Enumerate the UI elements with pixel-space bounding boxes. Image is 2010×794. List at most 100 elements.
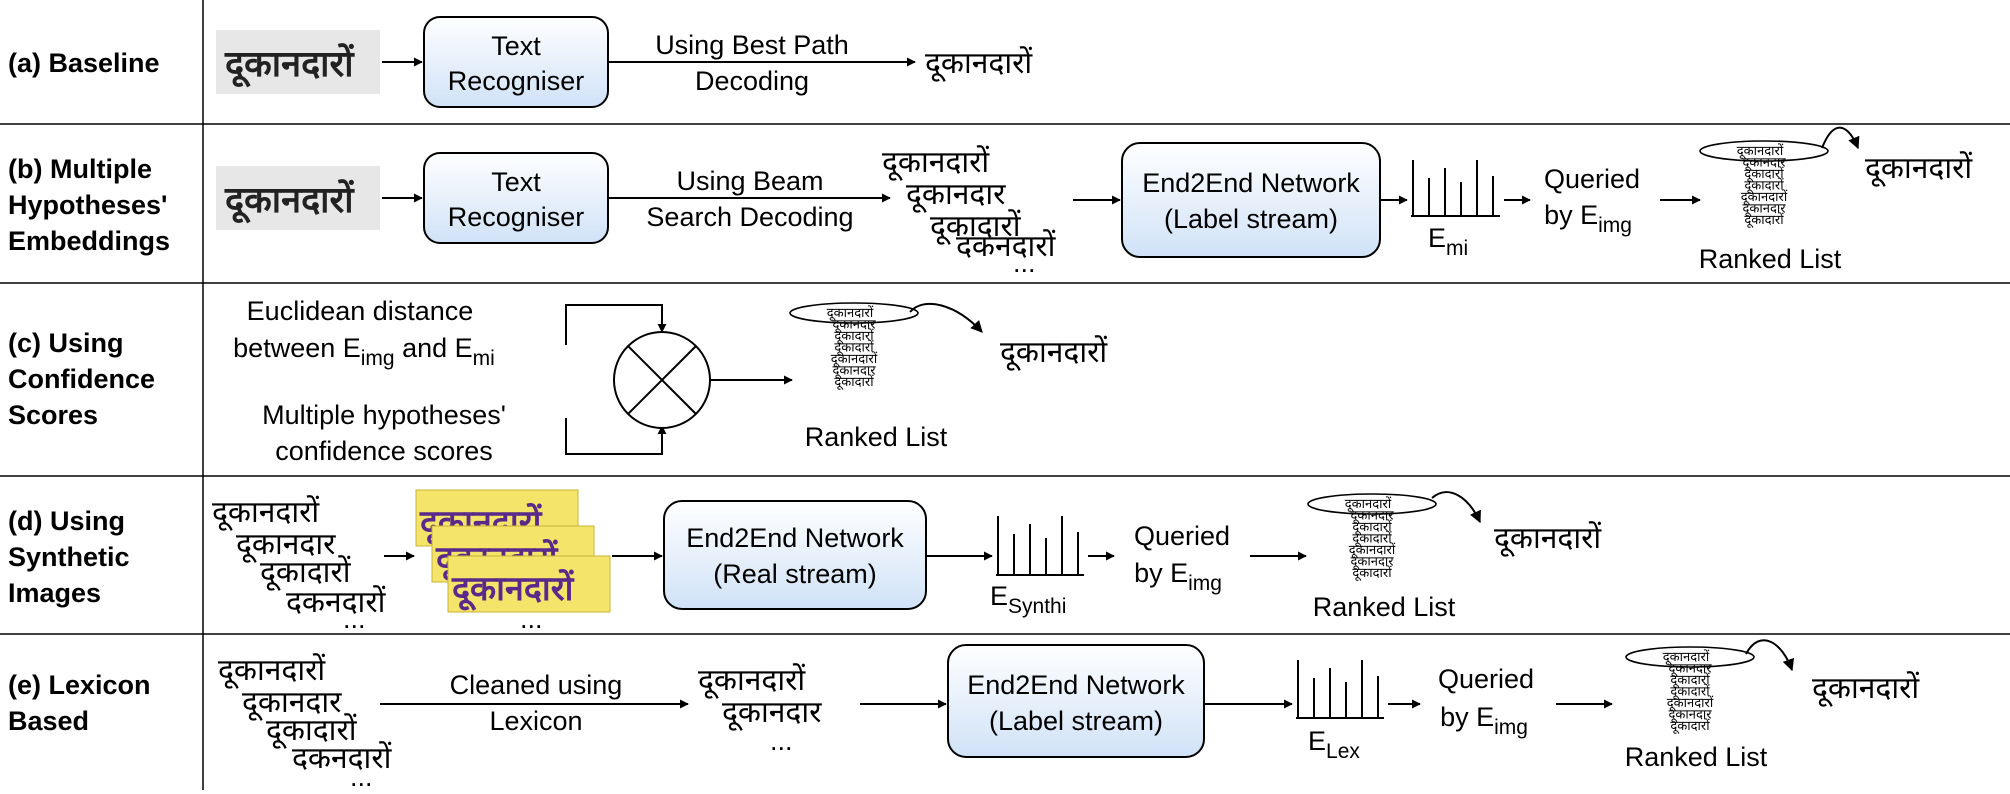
hypothesis-2: दूकानदार xyxy=(906,177,1006,213)
output-word-d: दूकानदारों xyxy=(1494,521,1602,557)
ranked-list-icon: दूकानदारोंदूकानदारदूकादारोंदूकादारोंदूका… xyxy=(1307,493,1437,581)
ranked-list-item: दूकादारों xyxy=(1744,212,1784,228)
cleaned-using-lexicon-line1: Cleaned using xyxy=(450,670,623,700)
end2end-network-box-d xyxy=(663,500,927,610)
row-c-label-line1: (c) Using xyxy=(8,328,124,358)
ranked-list-item: दूकादारों xyxy=(1352,519,1392,535)
ranked-list-item: दूकानदार xyxy=(1668,662,1712,677)
hypothesis-ellipsis: ... xyxy=(350,762,373,792)
hypothesis-2: दूकानदार xyxy=(236,527,336,563)
synthetic-images-stack: दूकानदारों दूकानदारों दूकानदारों ... xyxy=(415,489,611,634)
text-recogniser-line2-b: Recogniser xyxy=(448,202,585,232)
ranked-list-item: दूकादारों xyxy=(1352,531,1392,547)
top-rank-highlight-ellipse xyxy=(789,302,919,324)
ranked-list-item: दूकादारों xyxy=(1670,672,1710,688)
row-a-label: (a) Baseline xyxy=(8,48,160,78)
hypothesis-4: दकनदारों xyxy=(286,585,387,620)
ranked-list-label-d: Ranked List xyxy=(1313,592,1456,622)
row-a-baseline: (a) Baseline दूकानदारों Text Recogniser … xyxy=(8,16,1033,108)
embedding-bars-icon xyxy=(996,516,1084,576)
ranked-list-item: दूकादारों xyxy=(834,340,874,356)
beam-search-line1: Using Beam xyxy=(676,166,823,196)
ranked-list-item: दूकानदार xyxy=(1742,202,1786,217)
ranked-list-icon: दूकानदारोंदूकानदारदूकादारोंदूकादारोंदूका… xyxy=(789,302,919,390)
hypothesis-1: दूकानदारों xyxy=(882,145,990,181)
ranked-list-item: दूकानदारों xyxy=(831,351,878,367)
text-recogniser-line1-a: Text xyxy=(491,31,541,61)
beam-search-line2: Search Decoding xyxy=(646,202,853,232)
text-recogniser-line2-a: Recogniser xyxy=(448,66,585,96)
text-recogniser-line1-b: Text xyxy=(491,167,541,197)
hypothesis-4: दकनदारों xyxy=(956,229,1057,264)
ranked-list-icon: दूकानदारोंदूकानदारदूकादारोंदूकादारोंदूका… xyxy=(1625,646,1755,734)
ranked-list-label-b: Ranked List xyxy=(1699,244,1842,274)
row-b-multiple-hypotheses: (b) Multiple Hypotheses' Embeddings दूका… xyxy=(8,126,1973,278)
query-line1-e: Queried xyxy=(1438,664,1534,694)
row-b-label-line2: Hypotheses' xyxy=(8,190,167,220)
ranked-list-item: दूकानदारों xyxy=(1737,143,1784,159)
ranked-list-label-e: Ranked List xyxy=(1625,742,1768,772)
cleaned-hypothesis-2: दूकानदार xyxy=(722,695,822,731)
row-c-label-line2: Confidence xyxy=(8,364,155,394)
output-word-e: दूकानदारों xyxy=(1812,671,1920,707)
hypothesis-4: दकनदारों xyxy=(292,741,393,776)
row-c-label-line3: Scores xyxy=(8,400,98,430)
hypothesis-3: दूकादारों xyxy=(260,555,352,591)
ranked-list-icon: दूकानदारोंदूकानदारदूकादारोंदूकादारोंदूका… xyxy=(1699,140,1829,228)
query-line2-d: by Eimg xyxy=(1134,558,1222,595)
hypotheses-list-d: दूकानदारों दूकानदार दूकादारों दकनदारों .… xyxy=(212,495,387,634)
end2end-network-box-e xyxy=(947,644,1205,758)
euclidean-distance-line1: Euclidean distance xyxy=(247,296,474,326)
connector-euclidean-to-multiply xyxy=(565,304,667,345)
top-rank-highlight-ellipse xyxy=(1307,493,1437,515)
word-image-icon: दूकानदारों xyxy=(216,30,380,94)
hypothesis-ellipsis: ... xyxy=(343,604,366,634)
confidence-scores-line2: confidence scores xyxy=(275,436,493,466)
ranked-list-item: दूकादारों xyxy=(1744,178,1784,194)
euclidean-distance-line2: between Eimg and Emi xyxy=(233,333,495,370)
row-d-label-line3: Images xyxy=(8,578,101,608)
ranked-list-item: दूकादारों xyxy=(1352,565,1392,581)
ranked-list-item: दूकानदारों xyxy=(827,305,874,321)
end2end-network-title-d: End2End Network xyxy=(686,523,904,553)
cleaned-hypotheses-list: दूकानदारों दूकानदार ... xyxy=(698,663,822,756)
row-b-label-line3: Embeddings xyxy=(8,226,170,256)
hypotheses-list-e: दूकानदारों दूकानदार दूकादारों दकनदारों .… xyxy=(218,653,393,792)
ranked-list-item: दूकानदारों xyxy=(1345,496,1392,512)
embedding-label-d: ESynthi xyxy=(990,581,1066,618)
cleaned-hypothesis-ellipsis: ... xyxy=(770,726,793,756)
row-e-label-line1: (e) Lexicon xyxy=(8,670,151,700)
hypothesis-3: दूकादारों xyxy=(266,713,358,749)
ranked-list-label-c: Ranked List xyxy=(805,422,948,452)
embedding-label-b: Emi xyxy=(1428,223,1468,260)
output-word-b: दूकानदारों xyxy=(1865,151,1973,187)
ranked-list-item: दूकानदार xyxy=(1668,708,1712,723)
ranked-list-item: दूकानदारों xyxy=(1349,542,1396,558)
top-rank-highlight-ellipse xyxy=(1625,646,1755,668)
row-d-synthetic-images: (d) Using Synthetic Images दूकानदारों दू… xyxy=(8,489,1602,634)
arrow-e-ranked-to-output xyxy=(1745,639,1795,672)
top-rank-highlight-ellipse xyxy=(1699,140,1829,162)
query-line2-e: by Eimg xyxy=(1440,702,1528,739)
embedding-bars-icon xyxy=(1296,660,1384,719)
cleaned-hypothesis-1: दूकानदारों xyxy=(698,663,806,699)
row-c-confidence-scores: (c) Using Confidence Scores Euclidean di… xyxy=(8,296,1108,466)
hypothesis-2: दूकानदार xyxy=(242,685,342,721)
end2end-network-box-b xyxy=(1121,142,1381,258)
ranked-list-item: दूकादारों xyxy=(834,374,874,390)
row-e-lexicon-based: (e) Lexicon Based दूकानदारों दूकानदार दू… xyxy=(8,639,1920,792)
ranked-list-item: दूकानदार xyxy=(1350,555,1394,570)
arrow-c-ranked-to-output xyxy=(909,302,983,333)
end2end-network-title-b: End2End Network xyxy=(1142,168,1360,198)
arrow-b-ranked-to-output xyxy=(1821,126,1860,150)
embedding-bars-icon xyxy=(1411,160,1500,217)
query-line1-b: Queried xyxy=(1544,164,1640,194)
word-image-icon: दूकानदारों xyxy=(216,166,380,230)
row-d-label-line1: (d) Using xyxy=(8,506,125,536)
hypothesis-1: दूकानदारों xyxy=(212,495,320,531)
hypothesis-1: दूकानदारों xyxy=(218,653,326,689)
handwritten-word-image: दूकानदारों xyxy=(224,179,355,224)
ranked-list-item: दूकादारों xyxy=(1744,166,1784,182)
embedding-label-e: ELex xyxy=(1308,726,1360,763)
